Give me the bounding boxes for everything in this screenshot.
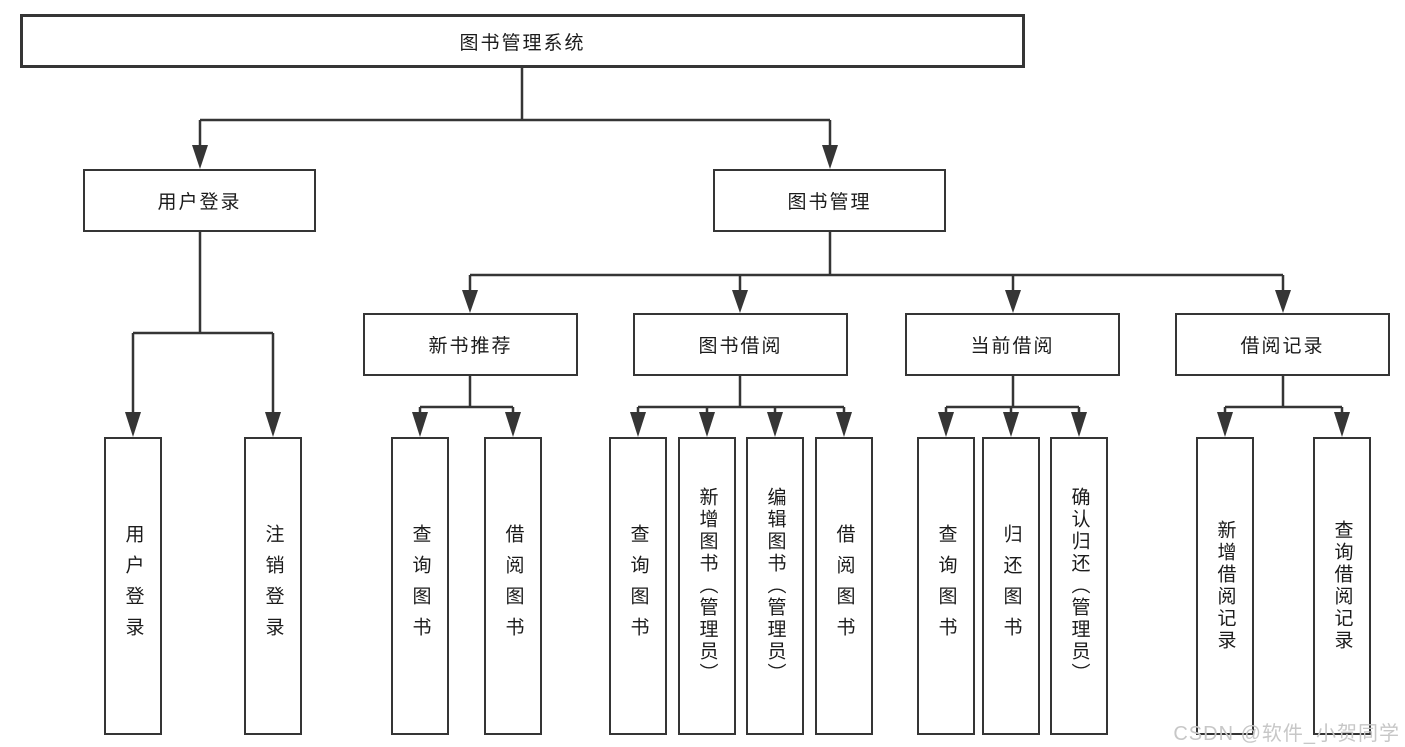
csdn-watermark: CSDN @软件_小贺同学 bbox=[1173, 723, 1400, 745]
leaf-label: 查询图书 bbox=[935, 524, 957, 648]
leaf-borrow-add-book-admin: 新增图书（管理员） bbox=[678, 437, 736, 735]
leaf-label: 注销登录 bbox=[262, 524, 284, 648]
leaf-record-query-record: 查询借阅记录 bbox=[1313, 437, 1371, 735]
leaf-borrow-edit-book-admin: 编辑图书（管理员） bbox=[746, 437, 804, 735]
leaf-label: 查询图书 bbox=[627, 524, 649, 648]
leaf-borrow-query-book: 查询图书 bbox=[609, 437, 667, 735]
node-book-borrow: 图书借阅 bbox=[633, 313, 848, 376]
leaf-label: 借阅图书 bbox=[502, 524, 524, 648]
leaf-label: 归还图书 bbox=[1000, 524, 1022, 648]
leaf-label: 查询图书 bbox=[409, 524, 431, 648]
leaf-borrow-borrow-book: 借阅图书 bbox=[815, 437, 873, 735]
node-borrow-record: 借阅记录 bbox=[1175, 313, 1390, 376]
node-root-system: 图书管理系统 bbox=[20, 14, 1025, 68]
node-new-book-recommend: 新书推荐 bbox=[363, 313, 578, 376]
arrowheads bbox=[125, 145, 1350, 437]
node-book-management: 图书管理 bbox=[713, 169, 946, 232]
node-user-login: 用户登录 bbox=[83, 169, 316, 232]
leaf-logout: 注销登录 bbox=[244, 437, 302, 735]
leaf-label: 新增图书（管理员） bbox=[696, 487, 718, 685]
leaf-label: 新增借阅记录 bbox=[1214, 520, 1236, 652]
leaf-record-add-record: 新增借阅记录 bbox=[1196, 437, 1254, 735]
leaf-user-login: 用户登录 bbox=[104, 437, 162, 735]
node-current-borrow: 当前借阅 bbox=[905, 313, 1120, 376]
leaf-current-query-book: 查询图书 bbox=[917, 437, 975, 735]
leaf-current-confirm-return-admin: 确认归还（管理员） bbox=[1050, 437, 1108, 735]
leaf-label: 编辑图书（管理员） bbox=[764, 487, 786, 685]
leaf-label: 用户登录 bbox=[122, 524, 144, 648]
leaf-label: 确认归还（管理员） bbox=[1068, 487, 1090, 685]
leaf-label: 查询借阅记录 bbox=[1331, 520, 1353, 652]
leaf-current-return-book: 归还图书 bbox=[982, 437, 1040, 735]
leaf-newbook-borrow-book: 借阅图书 bbox=[484, 437, 542, 735]
leaf-label: 借阅图书 bbox=[833, 524, 855, 648]
leaf-newbook-query-book: 查询图书 bbox=[391, 437, 449, 735]
